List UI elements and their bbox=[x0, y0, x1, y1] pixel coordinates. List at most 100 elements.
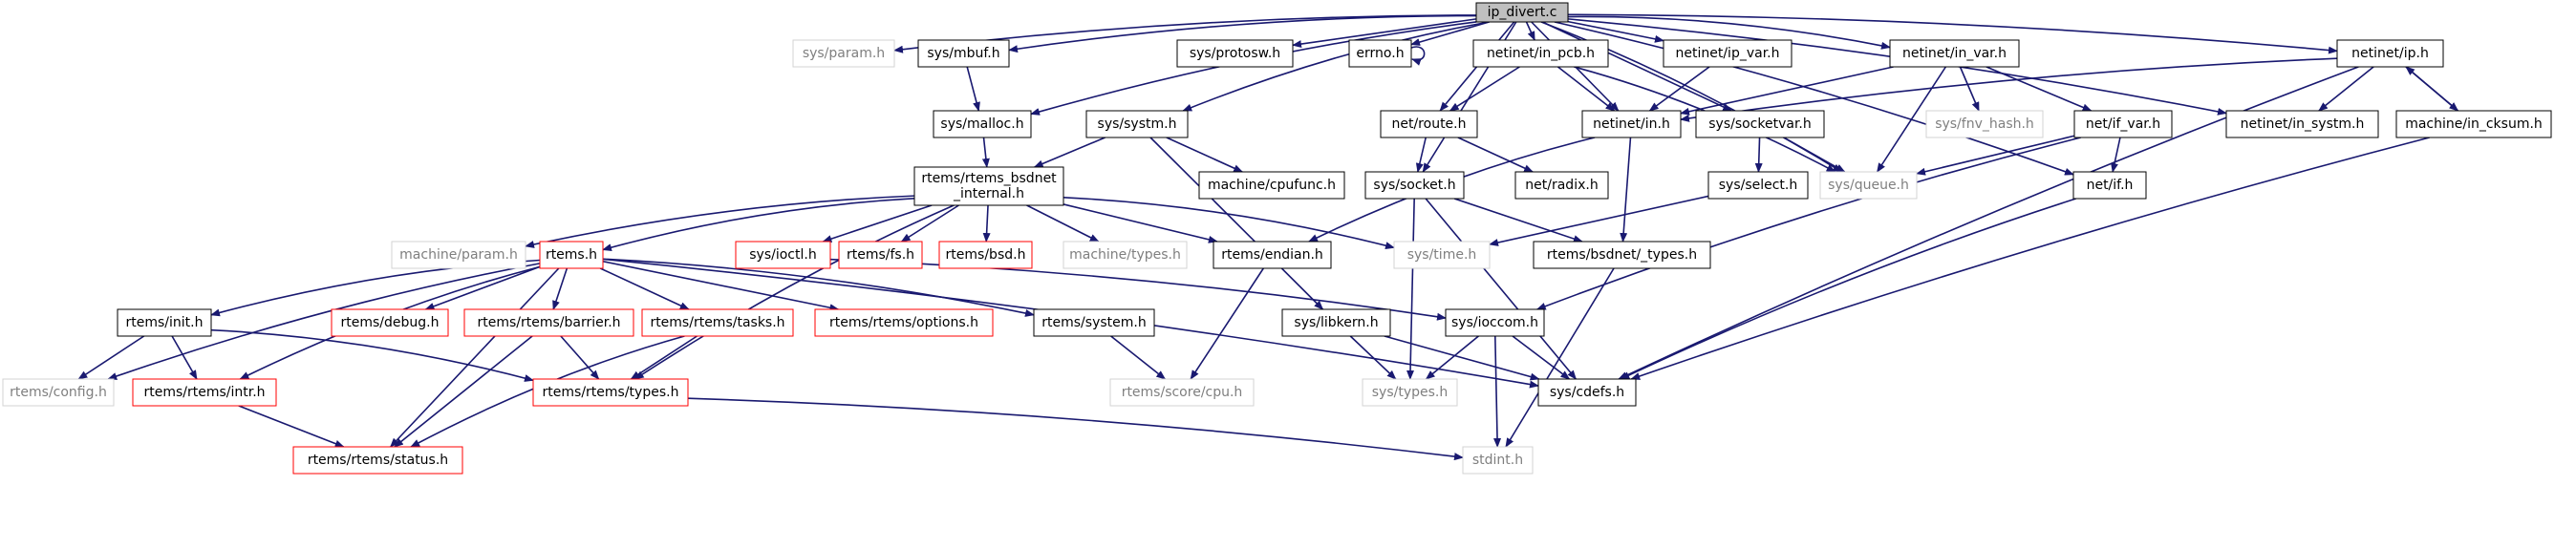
node-sys-types[interactable]: sys/types.h bbox=[1362, 378, 1458, 407]
node-sys-param[interactable]: sys/param.h bbox=[792, 39, 895, 68]
node-sys-mbuf[interactable]: sys/mbuf.h bbox=[917, 39, 1010, 68]
edge-netinet_ip-to-netinet_in_systm bbox=[2318, 66, 2374, 112]
edge-rtems_rtems_barrier-to-rtems_rtems_status bbox=[394, 335, 533, 448]
node-net-if-var[interactable]: net/if_var.h bbox=[2073, 110, 2173, 138]
edge-rtems_h-to-rtems_config bbox=[107, 263, 541, 380]
nodes-layer: ip_divert.c sys/param.h sys/mbuf.h sys/prot… bbox=[2, 2, 2552, 475]
node-rtems-bsd[interactable]: rtems/bsd.h bbox=[938, 241, 1033, 269]
node-box bbox=[1472, 39, 1609, 68]
node-machine-cpufunc[interactable]: machine/cpufunc.h bbox=[1198, 171, 1345, 200]
node-label: netinet/in.h bbox=[1593, 116, 1670, 132]
node-box bbox=[532, 378, 689, 407]
node-box bbox=[391, 241, 526, 269]
node-label: rtems/bsd.h bbox=[946, 247, 1026, 263]
node-box bbox=[1707, 171, 1809, 200]
node-sys-select[interactable]: sys/select.h bbox=[1707, 171, 1809, 200]
node-netinet-ip-var[interactable]: netinet/ip_var.h bbox=[1663, 39, 1792, 68]
node-box bbox=[1348, 39, 1412, 68]
node-label: netinet/in_systm.h bbox=[2241, 116, 2365, 132]
node-sys-socketvar[interactable]: sys/socketvar.h bbox=[1695, 110, 1825, 138]
node-sys-libkern[interactable]: sys/libkern.h bbox=[1281, 308, 1391, 337]
edge-ip_divert-to-netinet_ip bbox=[1567, 13, 2338, 54]
node-sys-socket[interactable]: sys/socket.h bbox=[1364, 171, 1465, 200]
node-machine-in-cksum[interactable]: machine/in_cksum.h bbox=[2395, 110, 2552, 138]
node-netinet-in-pcb[interactable]: netinet/in_pcb.h bbox=[1472, 39, 1609, 68]
edge-sys_socketvar-to-sys_queue bbox=[1783, 137, 1846, 173]
edge-netinet_in_pcb-to-netinet_in bbox=[1556, 66, 1616, 112]
node-box bbox=[1581, 110, 1682, 138]
node-rtems-system[interactable]: rtems/system.h bbox=[1033, 308, 1155, 337]
node-netinet-ip[interactable]: netinet/ip.h bbox=[2336, 39, 2444, 68]
edge-netinet_in_var-to-netinet_in bbox=[1680, 66, 1894, 116]
edge-rtems_bsdnet_internal-to-rtems_endian bbox=[1063, 203, 1218, 243]
node-sys-queue[interactable]: sys/queue.h bbox=[1819, 171, 1918, 200]
node-netinet-in-systm[interactable]: netinet/in_systm.h bbox=[2225, 110, 2379, 138]
node-rtems-rtems-intr[interactable]: rtems/rtems/intr.h bbox=[132, 378, 277, 407]
node-rtems-endian[interactable]: rtems/endian.h bbox=[1213, 241, 1332, 269]
node-rtems-rtems-tasks[interactable]: rtems/rtems/tasks.h bbox=[641, 308, 794, 337]
edge-rtems_bsdnet_internal-to-machine_param bbox=[525, 195, 915, 248]
node-rtems-bsdnet-internal[interactable]: rtems/rtems_bsdnet_internal.h bbox=[913, 166, 1064, 206]
node-rtems-fs[interactable]: rtems/fs.h bbox=[838, 241, 923, 269]
node-netinet-in-var[interactable]: netinet/in_var.h bbox=[1889, 39, 2020, 68]
node-ip-divert[interactable]: ip_divert.c bbox=[1475, 2, 1569, 23]
edge-sys_select-to-sys_time bbox=[1489, 195, 1709, 246]
node-box bbox=[463, 308, 634, 337]
node-net-radix[interactable]: net/radix.h bbox=[1514, 171, 1609, 200]
edge-ip_divert-to-errno bbox=[1410, 21, 1490, 46]
node-label: rtems/debug.h bbox=[341, 315, 440, 330]
node-net-if[interactable]: net/if.h bbox=[2072, 171, 2147, 200]
node-rtems-score-cpu[interactable]: rtems/score/cpu.h bbox=[1109, 378, 1255, 407]
node-sys-ioctl[interactable]: sys/ioctl.h bbox=[735, 241, 831, 269]
node-box bbox=[1198, 171, 1345, 200]
node-label: rtems.h bbox=[546, 247, 597, 263]
edge-sys_ioccom-to-sys_cdefs bbox=[1512, 335, 1571, 380]
edge-ip_divert-to-netinet_in_var bbox=[1567, 15, 1891, 50]
node-label: rtems/rtems/options.h bbox=[829, 315, 978, 330]
edge-rtems_rtems_intr-to-rtems_rtems_status bbox=[238, 405, 345, 448]
node-rtems-config[interactable]: rtems/config.h bbox=[2, 378, 115, 407]
node-label: stdint.h bbox=[1472, 453, 1523, 468]
node-rtems-h[interactable]: rtems.h bbox=[539, 241, 604, 269]
node-box bbox=[2072, 171, 2147, 200]
node-label: sys/select.h bbox=[1719, 178, 1798, 193]
node-rtems-rtems-status[interactable]: rtems/rtems/status.h bbox=[292, 446, 463, 475]
node-rtems-rtems-barrier[interactable]: rtems/rtems/barrier.h bbox=[463, 308, 634, 337]
node-machine-param[interactable]: machine/param.h bbox=[391, 241, 526, 269]
node-sys-cdefs[interactable]: sys/cdefs.h bbox=[1537, 378, 1637, 407]
node-machine-types[interactable]: machine/types.h bbox=[1063, 241, 1188, 269]
node-label: netinet/in_var.h bbox=[1902, 46, 2007, 61]
edges-layer bbox=[77, 13, 2459, 461]
node-label: rtems/rtems/intr.h bbox=[143, 385, 265, 400]
node-label: errno.h bbox=[1356, 46, 1404, 61]
node-box bbox=[1176, 39, 1294, 68]
node-netinet-in[interactable]: netinet/in.h bbox=[1581, 110, 1682, 138]
edge-netinet_in_var-to-sys_fnv_hash bbox=[1959, 66, 1980, 112]
node-sys-fnv-hash[interactable]: sys/fnv_hash.h bbox=[1925, 110, 2044, 138]
node-sys-malloc[interactable]: sys/malloc.h bbox=[933, 110, 1032, 138]
node-box bbox=[1819, 171, 1918, 200]
edge-sys_systm-to-machine_cpufunc bbox=[1166, 137, 1244, 173]
node-net-route[interactable]: net/route.h bbox=[1380, 110, 1478, 138]
node-sys-systm[interactable]: sys/systm.h bbox=[1085, 110, 1189, 138]
edge-ip_divert-to-sys_malloc bbox=[1030, 21, 1477, 116]
node-label: rtems/rtems_bsdnet_internal.h bbox=[921, 171, 1057, 201]
node-box bbox=[132, 378, 277, 407]
node-errno[interactable]: errno.h bbox=[1348, 39, 1412, 68]
edge-sys_systm-to-sys_libkern bbox=[1149, 137, 1324, 310]
node-label: sys/ioctl.h bbox=[749, 247, 816, 263]
node-sys-time[interactable]: sys/time.h bbox=[1393, 241, 1491, 269]
node-sys-ioccom[interactable]: sys/ioccom.h bbox=[1445, 308, 1545, 337]
edge-sys_ioccom-to-sys_types bbox=[1425, 335, 1479, 380]
node-box bbox=[1514, 171, 1609, 200]
node-rtems-bsdnet-types[interactable]: rtems/bsdnet/_types.h bbox=[1533, 241, 1711, 269]
node-rtems-debug[interactable]: rtems/debug.h bbox=[331, 308, 449, 337]
edge-netinet_in_var-to-net_if_var bbox=[1986, 66, 2093, 112]
edge-rtems_bsdnet_internal-to-machine_types bbox=[1026, 204, 1100, 243]
node-box bbox=[2395, 110, 2552, 138]
node-rtems-rtems-options[interactable]: rtems/rtems/options.h bbox=[814, 308, 994, 337]
node-rtems-init[interactable]: rtems/init.h bbox=[117, 308, 212, 337]
node-rtems-rtems-types[interactable]: rtems/rtems/types.h bbox=[532, 378, 689, 407]
node-sys-protosw[interactable]: sys/protosw.h bbox=[1176, 39, 1294, 68]
node-stdint[interactable]: stdint.h bbox=[1462, 446, 1534, 475]
